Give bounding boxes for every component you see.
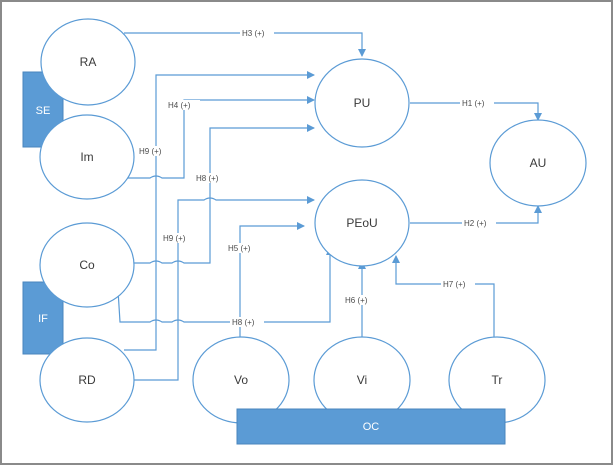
node-tr-label: Tr (492, 373, 503, 387)
label-h9-upper: H9 (+) (139, 147, 162, 156)
edge-h5 (239, 222, 305, 340)
label-h3: H3 (+) (242, 29, 265, 38)
node-pu-label: PU (354, 96, 371, 110)
edge-h9-lower (132, 196, 315, 381)
node-co (39, 222, 135, 308)
edge-h7 (392, 255, 495, 338)
node-im-label: Im (80, 150, 93, 164)
node-im (39, 114, 135, 200)
label-h2: H2 (+) (464, 219, 487, 228)
label-h4: H4 (+) (168, 101, 191, 110)
edge-h9-upper (124, 71, 315, 351)
node-vo-label: Vo (234, 373, 248, 387)
group-box-oc (236, 408, 506, 445)
node-rd-label: RD (78, 373, 96, 387)
edge-h4 (124, 96, 315, 179)
label-h8-lower: H8 (+) (232, 318, 255, 327)
node-pu (314, 58, 410, 148)
node-au-label: AU (530, 156, 547, 170)
edge-h3 (124, 32, 366, 57)
edge-h2 (410, 205, 542, 224)
node-peou-label: PEoU (346, 216, 377, 230)
node-co-label: Co (79, 258, 95, 272)
label-h1: H1 (+) (462, 99, 485, 108)
label-h6: H6 (+) (345, 296, 368, 305)
edge-h1 (410, 102, 542, 121)
label-h9-lower: H9 (+) (163, 234, 186, 243)
edge-labels: H3 (+) H1 (+) H4 (+) H9 (+) H8 (+) H2 (+… (137, 28, 496, 327)
node-ra-label: RA (80, 55, 97, 69)
label-h8-upper: H8 (+) (196, 174, 219, 183)
label-h7: H7 (+) (443, 280, 466, 289)
node-vi-label: Vi (357, 373, 367, 387)
node-peou (314, 179, 410, 267)
node-rd (39, 337, 135, 423)
edge-h8-lower (117, 247, 334, 323)
group-label-if: IF (38, 313, 48, 325)
group-label-se: SE (36, 105, 51, 117)
edge-h8-upper (134, 124, 315, 264)
group-label-oc: OC (363, 421, 380, 433)
node-ra (40, 18, 136, 106)
node-au (489, 119, 587, 207)
label-h5: H5 (+) (228, 244, 251, 253)
